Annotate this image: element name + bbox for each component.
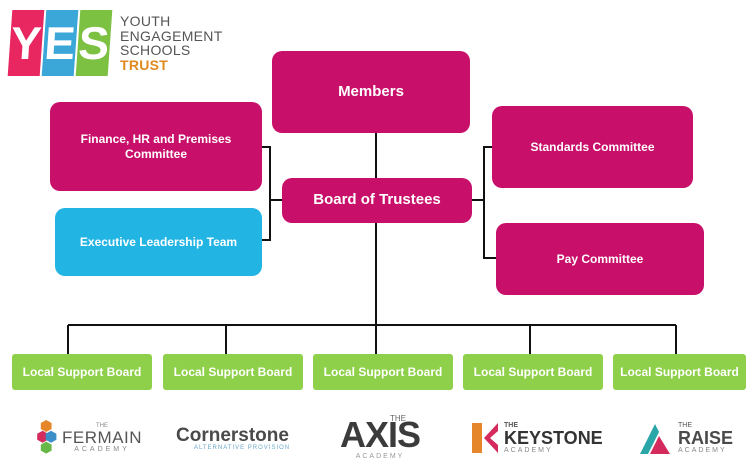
axis-academy-logo: THE AXIS ACADEMY: [340, 412, 440, 464]
standards-committee-node: Standards Committee: [492, 106, 693, 188]
left-bracket-connector: [262, 146, 271, 241]
keystone-k-icon: [472, 423, 498, 453]
trust-name: YOUTH ENGAGEMENT SCHOOLS TRUST: [120, 14, 223, 72]
keystone-small: THE: [504, 422, 518, 429]
trust-logo: Y E S YOUTH ENGAGEMENT SCHOOLS TRUST: [7, 10, 240, 80]
local-support-board-1: Local Support Board: [12, 354, 152, 390]
axis-sub: ACADEMY: [355, 452, 405, 460]
trust-line-3: SCHOOLS: [120, 42, 191, 58]
fermain-academy-logo: THE FERMAIN ACADEMY: [36, 412, 156, 464]
trust-line-2: ENGAGEMENT: [120, 27, 223, 44]
local-support-board-5: Local Support Board: [613, 354, 746, 390]
axis-name: AXIS: [340, 413, 421, 455]
fermain-hexagons-icon: [37, 420, 57, 454]
raise-name: RAISE: [678, 428, 734, 448]
trust-line-1: YOUTH: [120, 13, 171, 29]
raise-academy-logo: THE RAISE ACADEMY: [636, 412, 746, 464]
raise-triangle-icon: [640, 424, 670, 454]
right-bracket-connector: [483, 146, 496, 259]
cornerstone-logo: Cornerstone ALTERNATIVE PROVISION: [176, 412, 306, 464]
keystone-academy-logo: THE KEYSTONE ACADEMY: [470, 412, 610, 464]
local-support-board-4: Local Support Board: [463, 354, 603, 390]
fermain-small: THE: [96, 423, 108, 429]
raise-sub: ACADEMY: [678, 447, 727, 454]
members-node: Members: [272, 51, 470, 133]
pay-committee-node: Pay Committee: [496, 223, 704, 295]
logo-letter-s: S: [75, 10, 113, 76]
cornerstone-sub: ALTERNATIVE PROVISION: [194, 444, 291, 451]
cornerstone-name: Cornerstone: [176, 424, 289, 446]
finance-hr-premises-node: Finance, HR and Premises Committee: [50, 102, 262, 191]
logo-letter-y: Y: [7, 10, 45, 76]
board-of-trustees-node: Board of Trustees: [282, 178, 472, 223]
axis-small: THE: [390, 413, 406, 423]
executive-leadership-node: Executive Leadership Team: [55, 208, 262, 276]
local-support-board-2: Local Support Board: [163, 354, 303, 390]
keystone-sub: ACADEMY: [504, 447, 553, 454]
keystone-name: KEYSTONE: [504, 428, 603, 448]
fermain-name: FERMAIN: [62, 428, 142, 447]
local-support-board-3: Local Support Board: [313, 354, 453, 390]
raise-small: THE: [678, 422, 692, 429]
logo-letter-e: E: [41, 10, 79, 76]
fermain-sub: ACADEMY: [74, 446, 130, 453]
trust-line-4: TRUST: [120, 56, 169, 73]
